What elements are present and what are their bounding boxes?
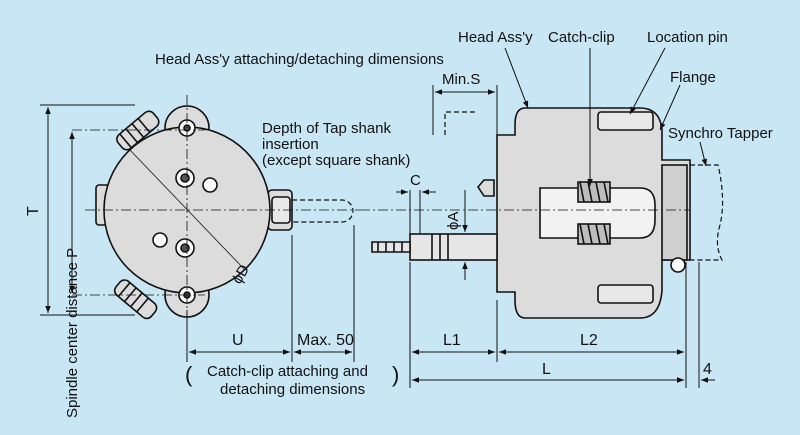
dim-U-max50 xyxy=(186,225,355,362)
dim-minS-label: Min.S xyxy=(442,71,480,88)
shaft xyxy=(409,233,498,261)
paren-right: ) xyxy=(392,362,399,387)
callout-catch-clip: Catch-clip xyxy=(548,29,615,46)
clip-dims-label-1: Catch-clip attaching and xyxy=(207,363,368,380)
front-view-centerlines xyxy=(72,95,360,330)
leader-lines xyxy=(504,47,708,186)
location-pin-top xyxy=(597,111,654,131)
catch-clip-spring-top xyxy=(577,181,611,203)
flange-bolt xyxy=(670,257,686,273)
dim-4-label: 4 xyxy=(703,361,712,378)
tap xyxy=(371,241,411,253)
dim-max50-label: Max. 50 xyxy=(297,332,354,349)
clip-dims-label-2: detaching dimensions xyxy=(220,381,365,398)
callout-flange: Flange xyxy=(670,69,716,86)
callout-synchro-tapper: Synchro Tapper xyxy=(668,125,773,142)
synchro-tapper-outline xyxy=(690,164,724,261)
dim-L2-label: L2 xyxy=(580,332,598,349)
top-knob xyxy=(476,179,495,197)
depth-label-1: Depth of Tap shank xyxy=(262,120,391,137)
catch-clip-spring-bottom xyxy=(577,223,611,245)
callout-attach-dims: Head Ass'y attaching/detaching dimension… xyxy=(155,51,444,68)
inner-bore xyxy=(539,187,656,239)
dim-C xyxy=(396,189,436,234)
callout-location-pin: Location pin xyxy=(647,29,728,46)
depth-label-3: (except square shank) xyxy=(262,152,410,169)
dim-L1-label: L1 xyxy=(443,332,461,349)
flange xyxy=(661,164,688,261)
dim-C-label: C xyxy=(410,172,421,189)
dim-U-label: U xyxy=(232,332,244,349)
location-pin-bottom xyxy=(597,284,654,304)
callout-head-assy: Head Ass'y xyxy=(458,29,533,46)
tap-shank-outline xyxy=(292,199,354,223)
depth-label-2: insertion xyxy=(262,136,319,153)
min-S-outline xyxy=(444,111,475,135)
dim-L-group xyxy=(409,262,715,388)
dim-A-label: ϕA xyxy=(445,212,462,230)
dim-P-label: Spindle center distance P xyxy=(64,248,81,418)
dim-T-label: T xyxy=(25,206,42,216)
catch-clip-lower xyxy=(113,279,158,320)
dim-minS xyxy=(432,85,498,135)
dim-L-label: L xyxy=(542,361,551,378)
paren-left: ( xyxy=(185,362,193,387)
dim-T xyxy=(40,104,135,316)
catch-clip-upper xyxy=(116,110,160,151)
side-view-body xyxy=(371,107,691,319)
